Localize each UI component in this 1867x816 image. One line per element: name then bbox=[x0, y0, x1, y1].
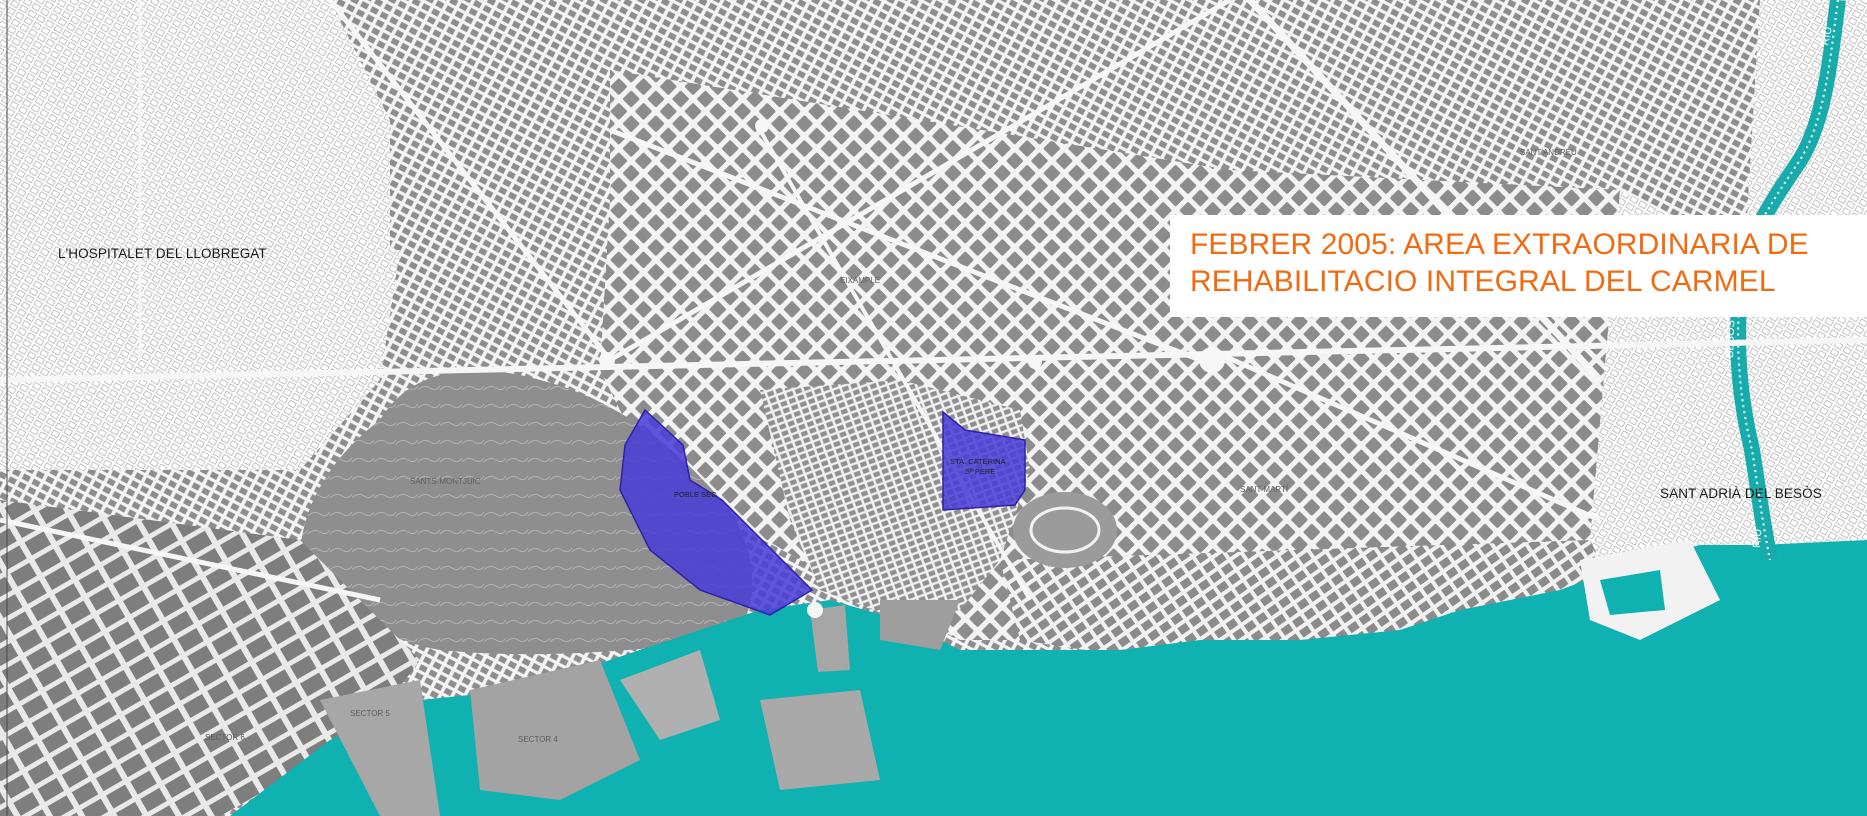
avenues bbox=[0, 0, 1867, 600]
poble-sec-label: POBLE SEC bbox=[674, 490, 717, 499]
ciutadella-park bbox=[1013, 492, 1117, 568]
sta-caterina-area[interactable] bbox=[942, 410, 1026, 511]
port-pier-6 bbox=[760, 690, 880, 790]
plazas bbox=[599, 119, 1225, 618]
sta-caterina-label: STA. CATERINA bbox=[950, 457, 1006, 466]
title-banner bbox=[1170, 215, 1867, 317]
forum-harbour bbox=[1600, 570, 1665, 615]
eixample-label: EIXAMPLE bbox=[840, 276, 880, 285]
hospitalet-label: L'HOSPITALET DEL LLOBREGAT bbox=[58, 246, 267, 261]
port-pier-3 bbox=[620, 650, 720, 740]
besos-river-bank bbox=[1737, 0, 1839, 561]
sector6-label: SECTOR 6 bbox=[205, 733, 245, 742]
river-label-mid: BESÒS bbox=[1723, 320, 1737, 358]
poble-sec-area[interactable] bbox=[619, 408, 814, 616]
hospitalet-area bbox=[0, 0, 400, 470]
zona-franca bbox=[0, 500, 420, 816]
montjuic-label: SANTS-MONTJUÏC bbox=[410, 477, 481, 486]
banner-line-1: FEBRER 2005: AREA EXTRAORDINARIA DE bbox=[1190, 228, 1809, 261]
banner-line-2: REHABILITACIO INTEGRAL DEL CARMEL bbox=[1190, 265, 1776, 298]
banner-title: FEBRER 2005: AREA EXTRAORDINARIA DE REHA… bbox=[1190, 226, 1860, 300]
port-pier-1 bbox=[320, 680, 440, 816]
river-label-bottom: RIU bbox=[1751, 528, 1764, 548]
sant-pere-label: Sª PERE bbox=[965, 467, 995, 476]
port-pier-4 bbox=[810, 605, 850, 672]
sant-adria-label: SANT ADRIÀ DEL BESÒS bbox=[1660, 486, 1822, 501]
river-label-top: RIU bbox=[1819, 26, 1835, 47]
port-pier-5 bbox=[880, 600, 960, 650]
sector4-label: SECTOR 4 bbox=[518, 735, 558, 744]
ciutadella-track bbox=[1029, 506, 1101, 554]
sant-marti-label: SANT MARTÍ bbox=[1240, 485, 1289, 494]
sea bbox=[230, 540, 1867, 816]
sant-andreu-label: SANT ANDREU bbox=[1520, 148, 1577, 157]
sector5-label: SECTOR 5 bbox=[350, 709, 390, 718]
northeast-suburbs bbox=[1250, 0, 1800, 190]
port-pier-2 bbox=[470, 660, 640, 800]
